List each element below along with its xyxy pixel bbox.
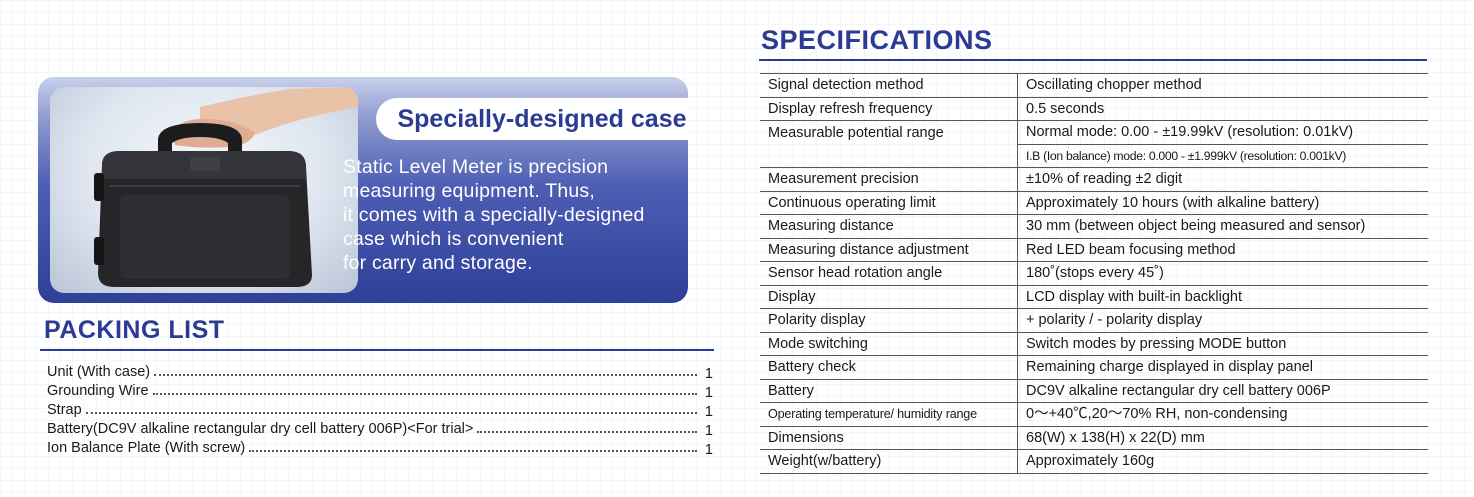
spec-row: Measuring distance 30 mm (between object… (760, 214, 1428, 239)
spec-value: Remaining charge displayed in display pa… (1017, 355, 1428, 380)
spec-key: Measuring distance adjustment (760, 237, 1018, 262)
spec-value: 0～+40℃,20～70% RH, non-condensing (1017, 402, 1428, 427)
spec-row: Display LCD display with built-in backli… (760, 284, 1428, 309)
spec-value: I.B (Ion balance) mode: 0.000 - ±1.999kV… (1017, 144, 1428, 168)
spec-row: Operating temperature/ humidity range 0～… (760, 402, 1428, 427)
case-photo (50, 87, 358, 293)
spec-row: Measurable potential range Normal mode: … (760, 120, 1428, 145)
specifications-table: Signal detection method Oscillating chop… (760, 73, 1428, 474)
spec-row: Signal detection method Oscillating chop… (760, 73, 1428, 98)
spec-row: Measurement precision ±10% of reading ±2… (760, 167, 1428, 192)
spec-key: Display refresh frequency (760, 96, 1018, 121)
spec-value: Red LED beam focusing method (1017, 237, 1428, 262)
packing-item: Grounding Wire 1 (47, 382, 713, 401)
spec-value: DC9V alkaline rectangular dry cell batte… (1017, 378, 1428, 403)
spec-value: Normal mode: 0.00 - ±19.99kV (resolution… (1017, 120, 1428, 145)
spec-key (760, 144, 1018, 168)
case-card: Specially-designed case Static Level Met… (38, 77, 688, 303)
case-desc-line: it comes with a specially-designed (343, 204, 645, 226)
spec-key: Signal detection method (760, 73, 1018, 98)
packing-item-qty: 1 (704, 366, 713, 382)
spec-row: Mode switching Switch modes by pressing … (760, 331, 1428, 356)
spec-value: Approximately 10 hours (with alkaline ba… (1017, 190, 1428, 215)
packing-list-title: PACKING LIST (44, 316, 225, 344)
spec-key: Dimensions (760, 425, 1018, 450)
spec-key: Operating temperature/ humidity range (760, 402, 1018, 427)
packing-item-name: Strap (47, 402, 82, 418)
case-title: Specially-designed case (376, 98, 688, 140)
spec-value: 0.5 seconds (1017, 96, 1428, 121)
spec-value: 68(W) x 138(H) x 22(D) mm (1017, 425, 1428, 450)
dotted-leader (477, 421, 697, 433)
spec-row: Battery check Remaining charge displayed… (760, 355, 1428, 380)
spec-row: Battery DC9V alkaline rectangular dry ce… (760, 378, 1428, 403)
dotted-leader (249, 440, 697, 452)
specifications-rule (759, 59, 1427, 61)
packing-item-name: Ion Balance Plate (With screw) (47, 440, 246, 456)
spec-value: + polarity / - polarity display (1017, 308, 1428, 333)
packing-list: Unit (With case) 1 Grounding Wire 1 Stra… (47, 363, 713, 458)
case-desc-line: case which is convenient (343, 228, 564, 250)
spec-value: ±10% of reading ±2 digit (1017, 167, 1428, 192)
case-desc-line: Static Level Meter is precision (343, 156, 609, 178)
spec-value: Oscillating chopper method (1017, 73, 1428, 98)
packing-item-qty: 1 (704, 423, 713, 439)
packing-item-qty: 1 (704, 442, 713, 458)
spec-value: Switch modes by pressing MODE button (1017, 331, 1428, 356)
packing-item: Battery(DC9V alkaline rectangular dry ce… (47, 420, 713, 439)
packing-item: Unit (With case) 1 (47, 363, 713, 382)
packing-item-qty: 1 (704, 385, 713, 401)
spec-row: Dimensions 68(W) x 138(H) x 22(D) mm (760, 425, 1428, 450)
spec-row: Polarity display + polarity / - polarity… (760, 308, 1428, 333)
spec-key: Battery check (760, 355, 1018, 380)
packing-item-name: Unit (With case) (47, 364, 151, 380)
spec-value: LCD display with built-in backlight (1017, 284, 1428, 309)
spec-key: Measurement precision (760, 167, 1018, 192)
spec-row: Display refresh frequency 0.5 seconds (760, 96, 1428, 121)
spec-key: Measurable potential range (760, 120, 1018, 144)
dotted-leader (152, 383, 697, 395)
spec-key: Mode switching (760, 331, 1018, 356)
spec-value: Approximately 160g (1017, 449, 1428, 474)
spec-row: Sensor head rotation angle 180˚(stops ev… (760, 261, 1428, 286)
spec-key: Battery (760, 378, 1018, 403)
packing-item-qty: 1 (704, 404, 713, 420)
spec-row: I.B (Ion balance) mode: 0.000 - ±1.999kV… (760, 144, 1428, 168)
case-desc-line: measuring equipment. Thus, (343, 180, 595, 202)
packing-item: Ion Balance Plate (With screw) 1 (47, 439, 713, 458)
spec-key: Weight(w/battery) (760, 449, 1018, 474)
dotted-leader (85, 402, 697, 414)
packing-item-name: Battery(DC9V alkaline rectangular dry ce… (47, 421, 474, 437)
specifications-title: SPECIFICATIONS (761, 25, 993, 55)
case-desc-line: for carry and storage. (343, 252, 533, 274)
spec-key: Sensor head rotation angle (760, 261, 1018, 286)
spec-value: 180˚(stops every 45˚) (1017, 261, 1428, 286)
spec-row: Continuous operating limit Approximately… (760, 190, 1428, 215)
spec-key: Polarity display (760, 308, 1018, 333)
packing-item: Strap 1 (47, 401, 713, 420)
case-description: Static Level Meter is precision measurin… (343, 155, 678, 275)
spec-key: Continuous operating limit (760, 190, 1018, 215)
spec-key: Display (760, 284, 1018, 309)
dotted-leader (154, 364, 697, 376)
packing-item-name: Grounding Wire (47, 383, 149, 399)
packing-list-rule (40, 349, 714, 351)
spec-row: Measuring distance adjustment Red LED be… (760, 237, 1428, 262)
spec-value: 30 mm (between object being measured and… (1017, 214, 1428, 239)
spec-row: Weight(w/battery) Approximately 160g (760, 449, 1428, 474)
spec-key: Measuring distance (760, 214, 1018, 239)
